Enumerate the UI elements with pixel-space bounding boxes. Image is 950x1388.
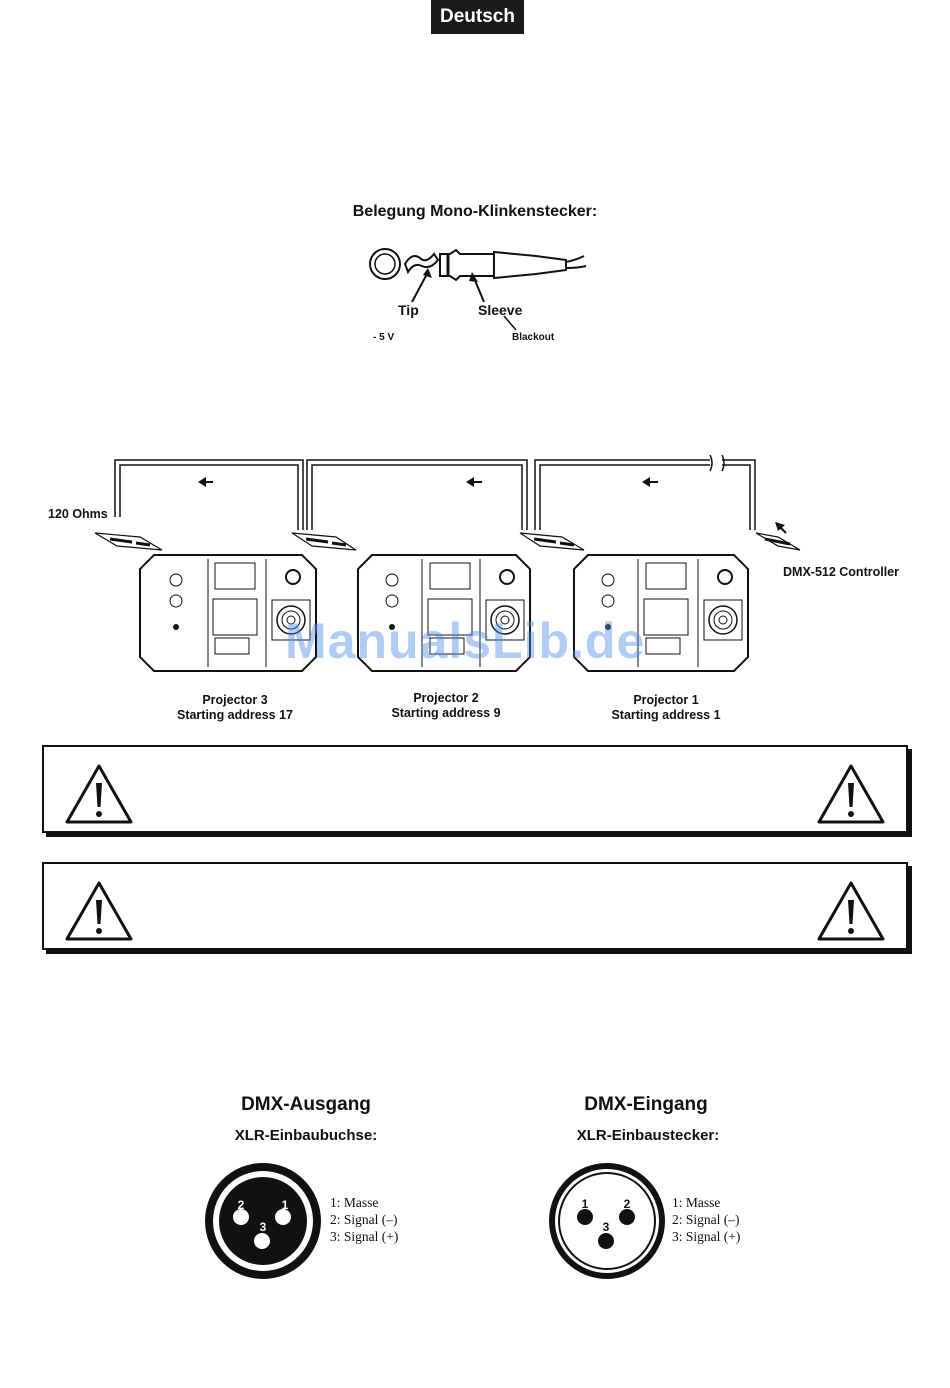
tip-label: Tip — [398, 302, 419, 318]
projector-1-address: Starting address 1 — [611, 708, 721, 722]
projector-3-label: Projector 3 Starting address 17 — [145, 693, 325, 723]
projector-2-name: Projector 2 — [413, 691, 479, 705]
xlr-output-legend-1: 1: Masse — [330, 1195, 379, 1210]
dmx-chain-diagram — [94, 455, 801, 672]
xlr-output-pin-c: 3 — [260, 1220, 267, 1234]
xlr-input-legend-1: 1: Masse — [672, 1195, 721, 1210]
xlr-output-title: DMX-Ausgang — [241, 1094, 371, 1115]
watermark: ManualsLib.de — [285, 613, 646, 669]
projector-panel-3 — [139, 554, 317, 672]
xlr-socket-icon: 2 1 3 — [205, 1163, 321, 1279]
xlr-output-pin-a: 2 — [238, 1198, 245, 1212]
xlr-input-subtitle: XLR-Einbaustecker: — [576, 1127, 720, 1144]
xlr-output-legend-2: 2: Signal (–) — [330, 1212, 398, 1227]
warning-box-2 — [42, 862, 908, 950]
projector-2-address: Starting address 9 — [391, 706, 501, 720]
sleeve-value: Blackout — [512, 332, 555, 343]
sleeve-label: Sleeve — [478, 302, 523, 318]
xlr-input-pin-c: 3 — [603, 1220, 610, 1234]
tip-value: - 5 V — [373, 332, 395, 343]
arrow-left-icon — [198, 477, 787, 534]
projector-3-address: Starting address 17 — [176, 708, 293, 722]
xlr-output-legend-3: 3: Signal (+) — [330, 1229, 399, 1244]
language-badge: Deutsch — [431, 0, 524, 34]
projector-panel-1 — [573, 554, 749, 672]
jack-plug-diagram — [369, 248, 587, 303]
xlr-plug-icon: 1 2 3 — [549, 1163, 665, 1279]
warning-triangle-icon — [817, 764, 885, 824]
xlr-output-pin-b: 1 — [282, 1198, 289, 1212]
sleeve-pointer-line — [503, 315, 517, 331]
xlr-input-pin-a: 1 — [582, 1197, 589, 1211]
xlr-input-legend-3: 3: Signal (+) — [672, 1229, 741, 1244]
warning-triangle-icon — [65, 881, 133, 941]
xlr-output-subtitle: XLR-Einbaubuchse: — [234, 1127, 378, 1144]
warning-box-1 — [42, 745, 908, 833]
terminator-label: 120 Ohms — [48, 507, 108, 521]
projector-1-name: Projector 1 — [633, 693, 699, 707]
xlr-input-legend-2: 2: Signal (–) — [672, 1212, 740, 1227]
warning-triangle-icon — [817, 881, 885, 941]
controller-label: DMX-512 Controller — [783, 565, 899, 579]
warning-triangle-icon — [65, 764, 133, 824]
xlr-input-pin-b: 2 — [624, 1197, 631, 1211]
xlr-input-title: DMX-Eingang — [584, 1094, 708, 1115]
projector-panel-2 — [357, 554, 531, 672]
jack-title: Belegung Mono-Klinkenstecker: — [352, 203, 598, 220]
xlr-input-legend: 1: Masse 2: Signal (–) 3: Signal (+) — [672, 1194, 740, 1245]
projector-2-label: Projector 2 Starting address 9 — [356, 691, 536, 721]
projector-1-label: Projector 1 Starting address 1 — [576, 693, 756, 723]
projector-3-name: Projector 3 — [202, 693, 268, 707]
xlr-output-legend: 1: Masse 2: Signal (–) 3: Signal (+) — [330, 1194, 398, 1245]
